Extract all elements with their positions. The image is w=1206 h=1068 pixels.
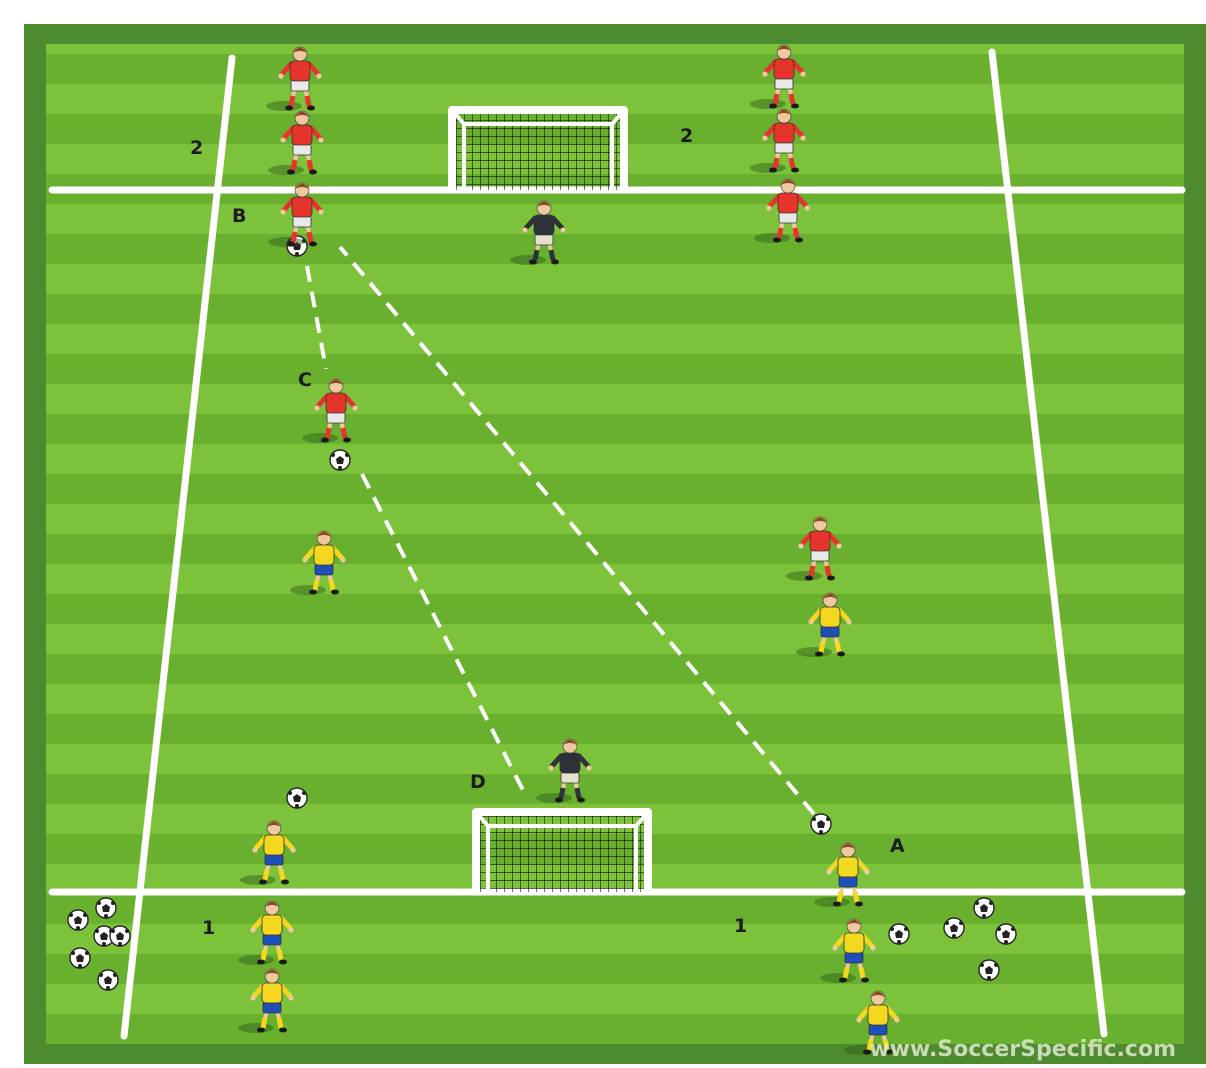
station-label-c: C [298, 369, 312, 391]
soccer-ball [889, 924, 909, 944]
drill-diagram: 2 2 B C D A 1 1 www.SoccerSpecific.com [24, 24, 1206, 1064]
soccer-ball [68, 910, 88, 930]
soccer-ball [96, 898, 116, 918]
soccer-ball [979, 960, 999, 980]
soccer-ball [996, 924, 1016, 944]
group-label-2-left: 2 [190, 137, 203, 159]
top-goal [452, 110, 624, 190]
soccer-ball [287, 788, 307, 808]
soccer-ball [110, 926, 130, 946]
soccer-ball [330, 450, 350, 470]
bottom-goal [476, 812, 648, 892]
watermark: www.SoccerSpecific.com [869, 1037, 1176, 1062]
group-label-1-left: 1 [202, 917, 215, 939]
soccer-ball [70, 948, 90, 968]
soccer-ball [944, 918, 964, 938]
group-label-2-right: 2 [680, 125, 693, 147]
soccer-pitch: 2 2 B C D A 1 1 www.SoccerSpecific.com [24, 24, 1206, 1064]
soccer-ball [974, 898, 994, 918]
soccer-ball [98, 970, 118, 990]
station-label-a: A [890, 835, 905, 857]
station-label-d: D [470, 771, 486, 793]
group-label-1-right: 1 [734, 915, 747, 937]
soccer-ball [811, 814, 831, 834]
station-label-b: B [232, 205, 246, 227]
